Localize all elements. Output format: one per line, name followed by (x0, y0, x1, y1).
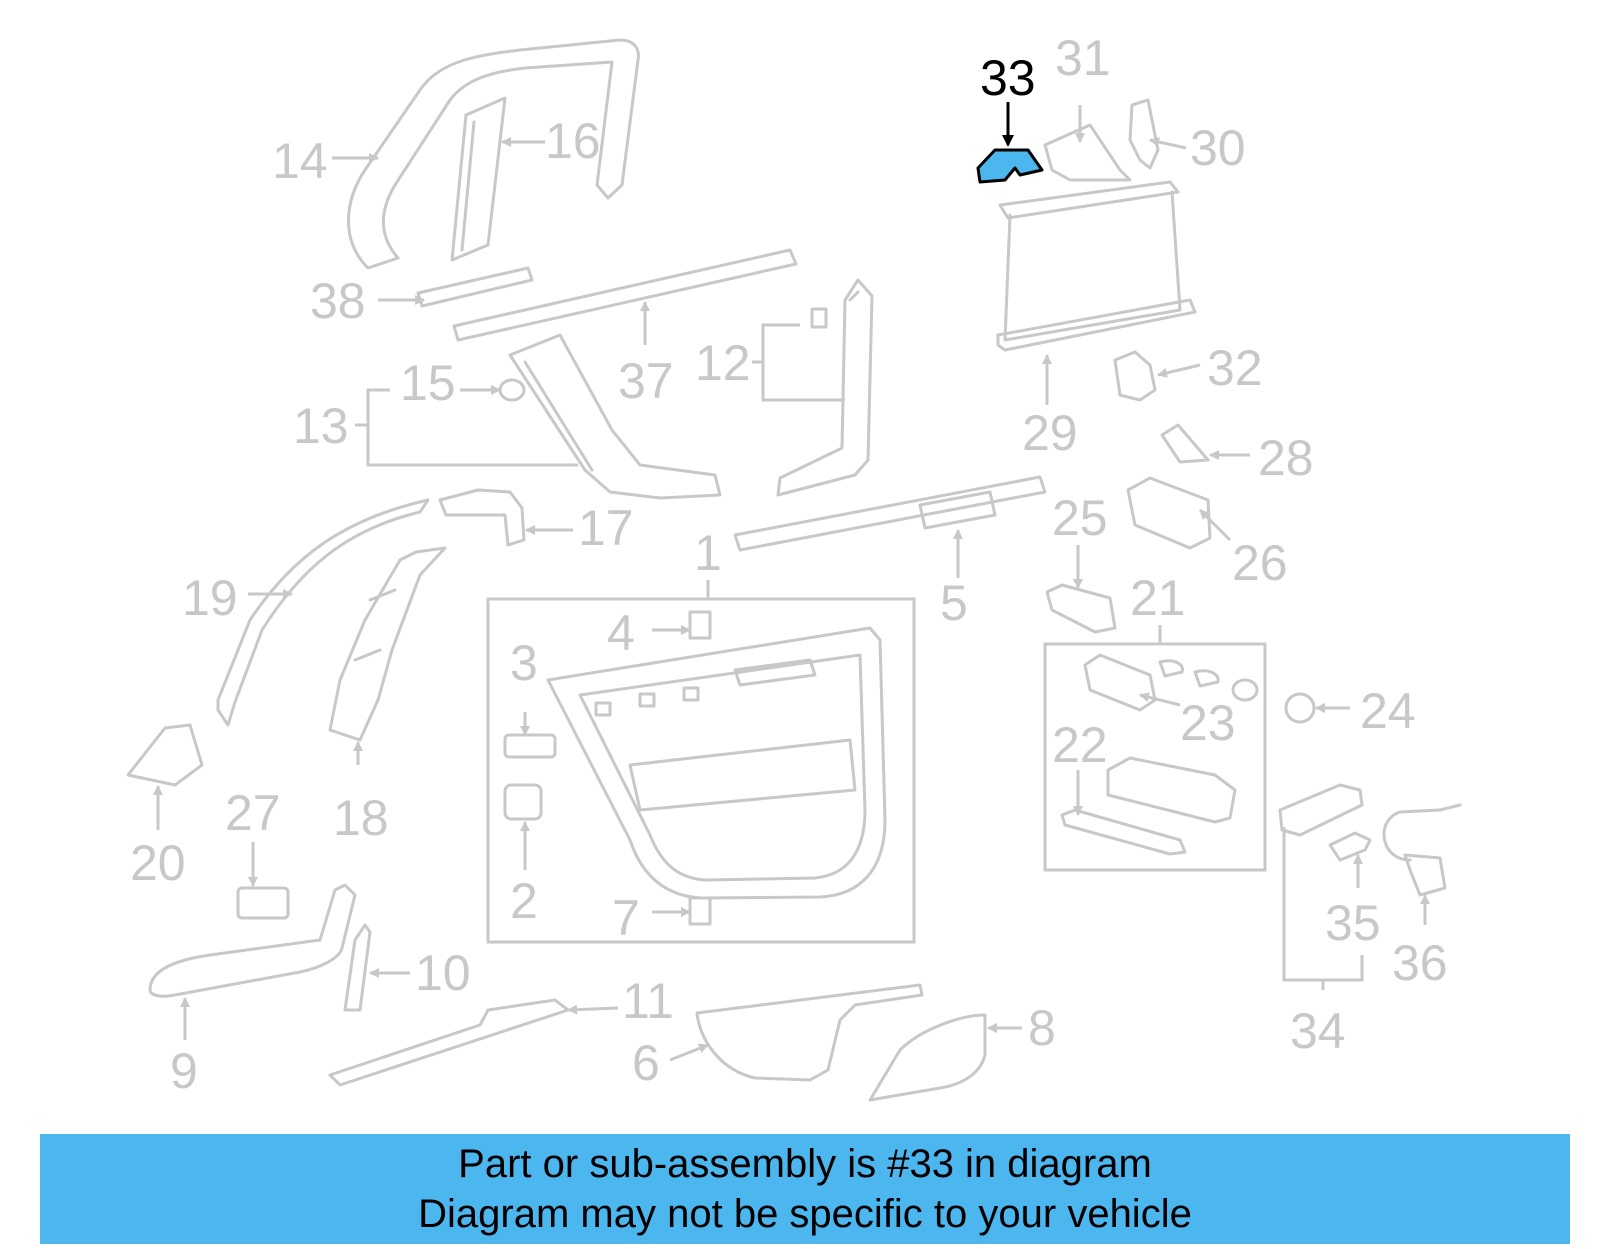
bracket-13 (355, 388, 578, 467)
part-1-switch-1 (594, 701, 612, 717)
part-24-grommet (1284, 692, 1316, 724)
part-1-handle-recess (628, 658, 857, 812)
label-29: 29 (1022, 405, 1078, 461)
label-17: 17 (578, 500, 634, 556)
caption-line-2: Diagram may not be specific to your vehi… (418, 1192, 1192, 1236)
label-14: 14 (272, 133, 328, 189)
label-32: 32 (1207, 340, 1263, 396)
part-1-door-inner (578, 653, 867, 882)
part-11-sill-strip (328, 998, 570, 1087)
label-25: 25 (1052, 490, 1108, 546)
label-19: 19 (182, 570, 238, 626)
label-3: 3 (510, 635, 538, 691)
label-33: 33 (980, 50, 1036, 106)
part-7-clip (688, 896, 712, 926)
group-box-1 (486, 597, 916, 944)
label-27: 27 (225, 785, 281, 841)
label-28: 28 (1258, 430, 1314, 486)
label-11: 11 (622, 973, 674, 1029)
label-15: 15 (400, 355, 456, 411)
part-22-lower-switch (1106, 756, 1237, 824)
label-8: 8 (1028, 1000, 1056, 1056)
part-6-pocket (695, 983, 924, 1082)
part-14-window-frame (347, 38, 640, 270)
part-34-switch-base (1278, 783, 1364, 837)
part-20-corner-trim (126, 723, 204, 787)
label-1: 1 (694, 525, 722, 581)
label-6: 6 (632, 1035, 660, 1091)
part-27-clip (236, 886, 290, 920)
part-23-bulb (1158, 659, 1220, 688)
leader-arrows (153, 105, 1430, 1062)
part-10-strip (343, 923, 372, 1012)
label-31: 31 (1055, 30, 1111, 86)
part-4-clip (688, 610, 712, 640)
label-5: 5 (940, 575, 968, 631)
bracket-34 (1282, 827, 1364, 990)
label-18: 18 (333, 790, 389, 846)
part-32-clip (1113, 350, 1157, 402)
part-17-bracket (438, 488, 526, 547)
label-10: 10 (415, 945, 471, 1001)
part-21-switch-module (1083, 653, 1157, 712)
label-4: 4 (607, 605, 635, 661)
part-29-sunshade (996, 180, 1197, 352)
part-36-wiring (1382, 803, 1462, 897)
label-9: 9 (170, 1043, 198, 1099)
part-13-trim-panel (508, 333, 722, 500)
part-15-grommet (498, 378, 526, 402)
label-38: 38 (310, 273, 366, 329)
part-16-pillar-trim (450, 96, 507, 262)
part-3-clip (503, 733, 557, 759)
part-33-highlighted (976, 148, 1044, 184)
label-22: 22 (1052, 717, 1108, 773)
part-1-door-panel (546, 626, 887, 900)
part-25-bezel (1045, 583, 1117, 634)
part-2-clip (503, 783, 543, 821)
part-21-cap (1231, 678, 1259, 702)
bracket-12 (752, 323, 845, 402)
caption-banner: Part or sub-assembly is #33 in diagram D… (40, 1134, 1570, 1244)
label-24: 24 (1360, 683, 1416, 739)
part-38-strip (416, 266, 534, 308)
group-box-21 (1043, 642, 1267, 872)
label-36: 36 (1392, 935, 1448, 991)
part-18-trim-piece (328, 546, 447, 742)
part-1-switch-2 (638, 692, 656, 708)
part-1-switch-3 (682, 686, 700, 702)
label-21: 21 (1130, 570, 1186, 626)
label-23: 23 (1180, 695, 1236, 751)
caption-line-1: Part or sub-assembly is #33 in diagram (458, 1142, 1152, 1186)
part-5-handle-strip (733, 475, 1047, 552)
part-30-bracket (1128, 98, 1160, 170)
part-9-armrest (148, 883, 357, 998)
label-7: 7 (612, 890, 640, 946)
label-34: 34 (1290, 1003, 1346, 1059)
label-20: 20 (130, 835, 186, 891)
label-16: 16 (545, 113, 601, 169)
part-37-belt-molding (452, 248, 798, 342)
label-13: 13 (293, 398, 349, 454)
part-12-clip (810, 307, 828, 329)
part-31-housing (1043, 123, 1132, 182)
part-35-bulb (1328, 831, 1372, 862)
part-19-long-trim (216, 498, 430, 727)
part-22-trim (1060, 808, 1187, 856)
label-2: 2 (510, 873, 538, 929)
part-8-panel (868, 1013, 987, 1102)
part-28-wedge (1160, 423, 1210, 464)
label-26: 26 (1232, 535, 1288, 591)
label-35: 35 (1325, 895, 1381, 951)
part-26-switch (1126, 476, 1212, 550)
label-12: 12 (695, 335, 751, 391)
label-37: 37 (618, 353, 674, 409)
label-30: 30 (1190, 120, 1246, 176)
